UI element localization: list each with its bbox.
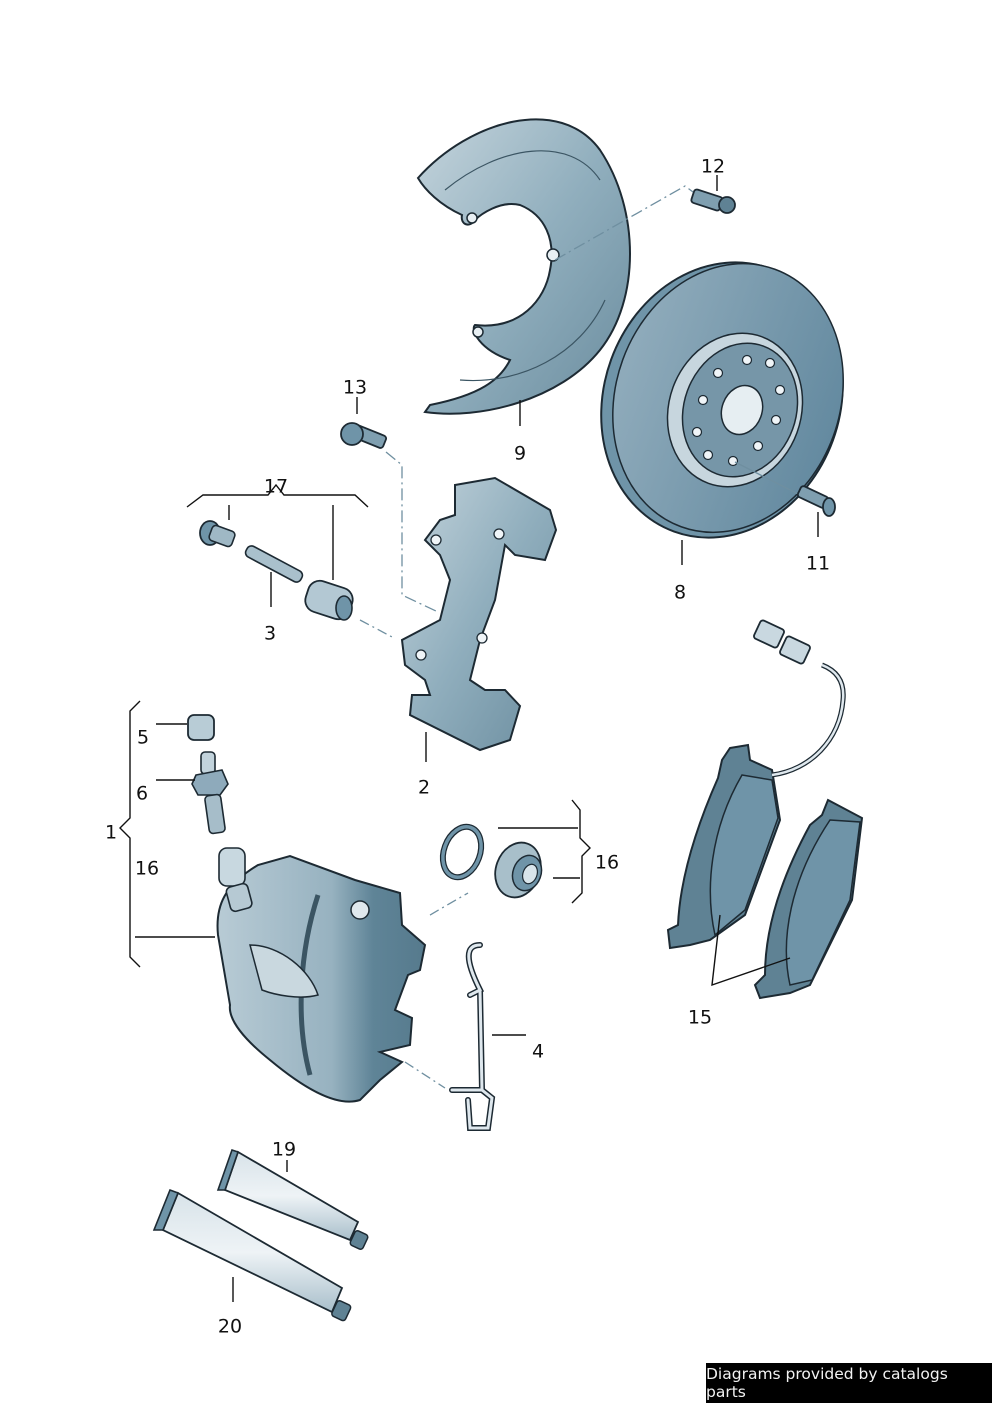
callout-6: 6 [135,782,149,805]
guide-pin-kit-part [199,520,354,621]
brake-caliper-part [216,847,427,1103]
callout-16-seal-kit: 16 [594,851,620,874]
dust-cap-part [187,714,215,741]
bleeder-valve-part [191,751,229,835]
callout-3: 3 [263,622,277,645]
retaining-spring-part [449,942,496,1131]
callout-13: 13 [342,376,368,399]
leader-lines [119,175,819,1302]
bolt-13-part [340,422,388,449]
callout-15: 15 [687,1006,713,1029]
callout-17: 17 [263,475,289,498]
callout-2: 2 [417,776,431,799]
callout-16-caliper: 16 [134,857,160,880]
callout-20: 20 [217,1315,243,1338]
callout-4: 4 [531,1040,545,1063]
callout-8: 8 [673,581,687,604]
callout-11: 11 [805,552,831,575]
grease-tube-19-part [216,1148,369,1250]
callout-1: 1 [104,821,118,844]
bolt-12-part [690,188,736,214]
brake-carrier-part [400,476,558,752]
callout-12: 12 [700,155,726,178]
callout-5: 5 [136,726,150,749]
credit-text: Diagrams provided by catalogs parts [706,1365,948,1401]
screw-11-part [796,485,836,517]
callout-19: 19 [271,1138,297,1161]
grease-tube-20-part [152,1188,352,1322]
brake-pads-part [666,619,864,1000]
piston-seal-kit-part [439,823,543,899]
callout-9: 9 [513,442,527,465]
brake-disc-part [600,261,844,539]
diagram-credit-banner: Diagrams provided by catalogs parts [706,1363,992,1403]
splash-shield-part [416,118,631,415]
